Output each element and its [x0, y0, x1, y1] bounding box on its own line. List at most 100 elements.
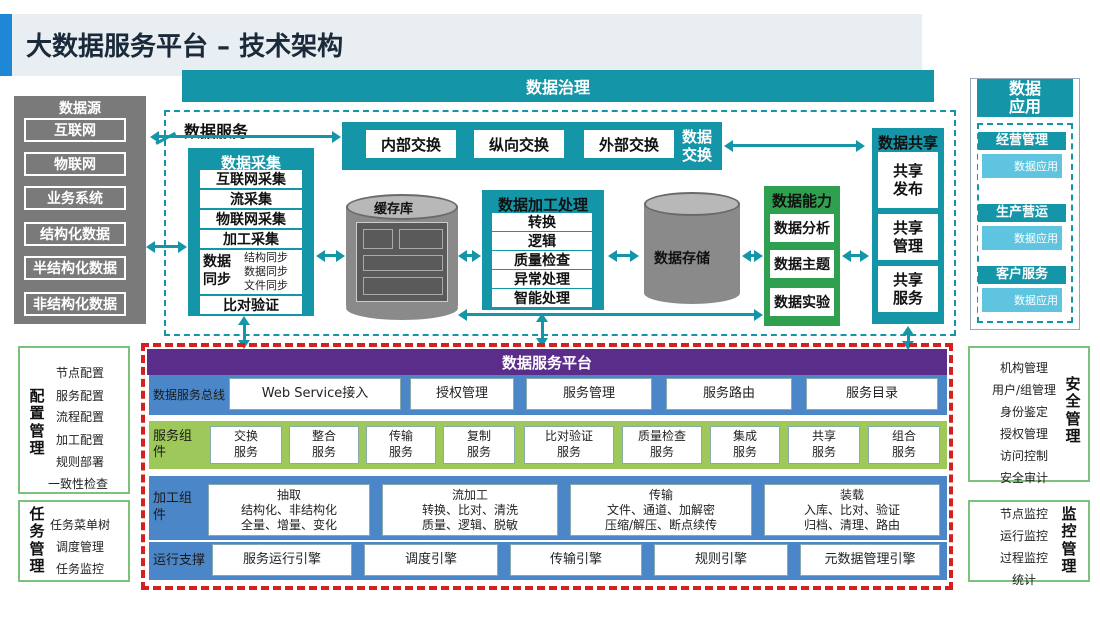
process-component[interactable]: 流加工 转换、比对、清洗 质量、逻辑、脱敏 [382, 484, 558, 536]
monitor-item[interactable]: 过程监控 [1000, 551, 1049, 565]
arrow-head-right [336, 250, 345, 262]
component-label: 服务组件 [153, 429, 193, 460]
arrow-head-right [860, 250, 869, 262]
source-item[interactable]: 业务系统 [24, 186, 126, 210]
processing-item[interactable]: 转换 [492, 213, 592, 231]
share-item[interactable]: 共享 服务 [878, 266, 938, 312]
monitor-item[interactable]: 运行监控 [1000, 529, 1049, 543]
security-item[interactable]: 用户/组管理 [992, 383, 1057, 397]
data-app-item-3[interactable]: 客户服务 数据应用 [978, 266, 1066, 316]
sync-item[interactable]: 结构同步 [244, 251, 288, 264]
sync-item[interactable]: 数据同步 [244, 264, 288, 278]
component-item[interactable]: 交换 服务 [210, 426, 282, 464]
arrow-head-up [238, 316, 250, 325]
processing-item[interactable]: 质量检查 [492, 251, 592, 269]
component-item[interactable]: 集成 服务 [710, 426, 780, 464]
data-app-item-1[interactable]: 经营管理 数据应用 [978, 132, 1066, 182]
arrow-head-right [856, 140, 865, 152]
runtime-engine[interactable]: 传输引擎 [510, 544, 642, 576]
monitor-item[interactable]: 统计 [1012, 573, 1037, 587]
source-item[interactable]: 互联网 [24, 118, 126, 142]
bus-label: 数据服务总线 [153, 387, 226, 402]
component-item[interactable]: 质量检查 服务 [622, 426, 702, 464]
bus-item[interactable]: 授权管理 [410, 378, 514, 410]
collect-title: 数据采集 [220, 154, 281, 172]
arrow-line [243, 325, 246, 341]
share-item[interactable]: 共享 管理 [878, 214, 938, 260]
task-item[interactable]: 任务菜单树 [50, 518, 111, 532]
collect-item[interactable]: 加工采集 [200, 230, 302, 248]
runtime-engine[interactable]: 调度引擎 [364, 544, 498, 576]
data-app-item-label: 经营管理 [978, 132, 1066, 150]
task-item[interactable]: 任务监控 [56, 562, 105, 576]
source-item[interactable]: 半结构化数据 [24, 256, 126, 280]
security-item[interactable]: 访问控制 [1000, 449, 1049, 463]
collect-verify[interactable]: 比对验证 [200, 296, 302, 314]
arrow-head-left [316, 250, 325, 262]
bus-item[interactable]: 服务目录 [806, 378, 938, 410]
collect-item[interactable]: 流采集 [200, 190, 302, 208]
ability-item[interactable]: 数据分析 [770, 214, 834, 242]
component-item[interactable]: 整合 服务 [289, 426, 359, 464]
component-item[interactable]: 共享 服务 [788, 426, 860, 464]
source-item[interactable]: 结构化数据 [24, 222, 126, 246]
task-panel [18, 500, 130, 582]
config-item[interactable]: 节点配置 [56, 366, 105, 380]
process-component[interactable]: 装载 入库、比对、验证 归档、清理、路由 [764, 484, 940, 536]
config-item[interactable]: 服务配置 [56, 389, 105, 403]
exchange-vertical[interactable]: 纵向交换 [474, 130, 564, 158]
exchange-external[interactable]: 外部交换 [584, 130, 674, 158]
security-panel [968, 346, 1090, 482]
share-title: 数据共享 [877, 134, 938, 152]
runtime-engine[interactable]: 规则引擎 [654, 544, 788, 576]
collect-sync-box [200, 250, 302, 294]
arrow-head-left [842, 250, 851, 262]
component-item[interactable]: 传输 服务 [366, 426, 436, 464]
cache-label: 缓存库 [374, 202, 414, 217]
source-item[interactable]: 物联网 [24, 152, 126, 176]
config-item[interactable]: 规则部署 [56, 455, 105, 469]
sync-item[interactable]: 文件同步 [244, 278, 288, 292]
platform-frame [141, 343, 953, 590]
bus-item[interactable]: Web Service接入 [229, 378, 401, 410]
config-item[interactable]: 流程配置 [56, 410, 105, 424]
config-item[interactable]: 加工配置 [56, 433, 105, 447]
platform-title: 数据服务平台 [147, 349, 947, 375]
processing-item[interactable]: 逻辑 [492, 232, 592, 250]
ability-item[interactable]: 数据主题 [770, 250, 834, 278]
arrow-line [907, 335, 910, 343]
monitor-item[interactable]: 节点监控 [1000, 507, 1049, 521]
arrow-line [154, 245, 180, 248]
data-app-item-2[interactable]: 生产营运 数据应用 [978, 204, 1066, 254]
component-item[interactable]: 复制 服务 [443, 426, 515, 464]
data-app-item-label: 生产营运 [978, 204, 1066, 222]
arrow-line [616, 254, 632, 257]
config-item[interactable]: 一致性检查 [48, 477, 109, 491]
process-component[interactable]: 抽取 结构化、非结构化 全量、增量、变化 [208, 484, 370, 536]
share-item[interactable]: 共享 发布 [878, 152, 938, 208]
processing-item[interactable]: 异常处理 [492, 270, 592, 288]
bus-item[interactable]: 服务路由 [666, 378, 792, 410]
process-component[interactable]: 传输 文件、通道、加解密 压缩/解压、断点续传 [570, 484, 752, 536]
task-item[interactable]: 调度管理 [56, 540, 105, 554]
runtime-engine[interactable]: 服务运行引擎 [212, 544, 352, 576]
arrow-head-left [458, 250, 467, 262]
collect-item[interactable]: 物联网采集 [200, 210, 302, 228]
arrow-head-right [630, 250, 639, 262]
arrow-head-left [742, 250, 751, 262]
security-item[interactable]: 身份鉴定 [1000, 405, 1049, 419]
runtime-engine[interactable]: 元数据管理引擎 [800, 544, 940, 576]
security-item[interactable]: 机构管理 [1000, 361, 1049, 375]
exchange-internal[interactable]: 内部交换 [366, 130, 456, 158]
arrow-head-right [472, 250, 481, 262]
security-title: 安 全 管 理 [1065, 375, 1081, 445]
component-item[interactable]: 比对验证 服务 [524, 426, 614, 464]
source-item[interactable]: 非结构化数据 [24, 292, 126, 316]
collect-item[interactable]: 互联网采集 [200, 170, 302, 188]
bus-item[interactable]: 服务管理 [526, 378, 652, 410]
security-item[interactable]: 安全审计 [1000, 471, 1049, 485]
processing-item[interactable]: 智能处理 [492, 289, 592, 307]
component-item[interactable]: 组合 服务 [868, 426, 940, 464]
security-item[interactable]: 授权管理 [1000, 427, 1049, 441]
ability-item[interactable]: 数据实验 [770, 288, 834, 316]
